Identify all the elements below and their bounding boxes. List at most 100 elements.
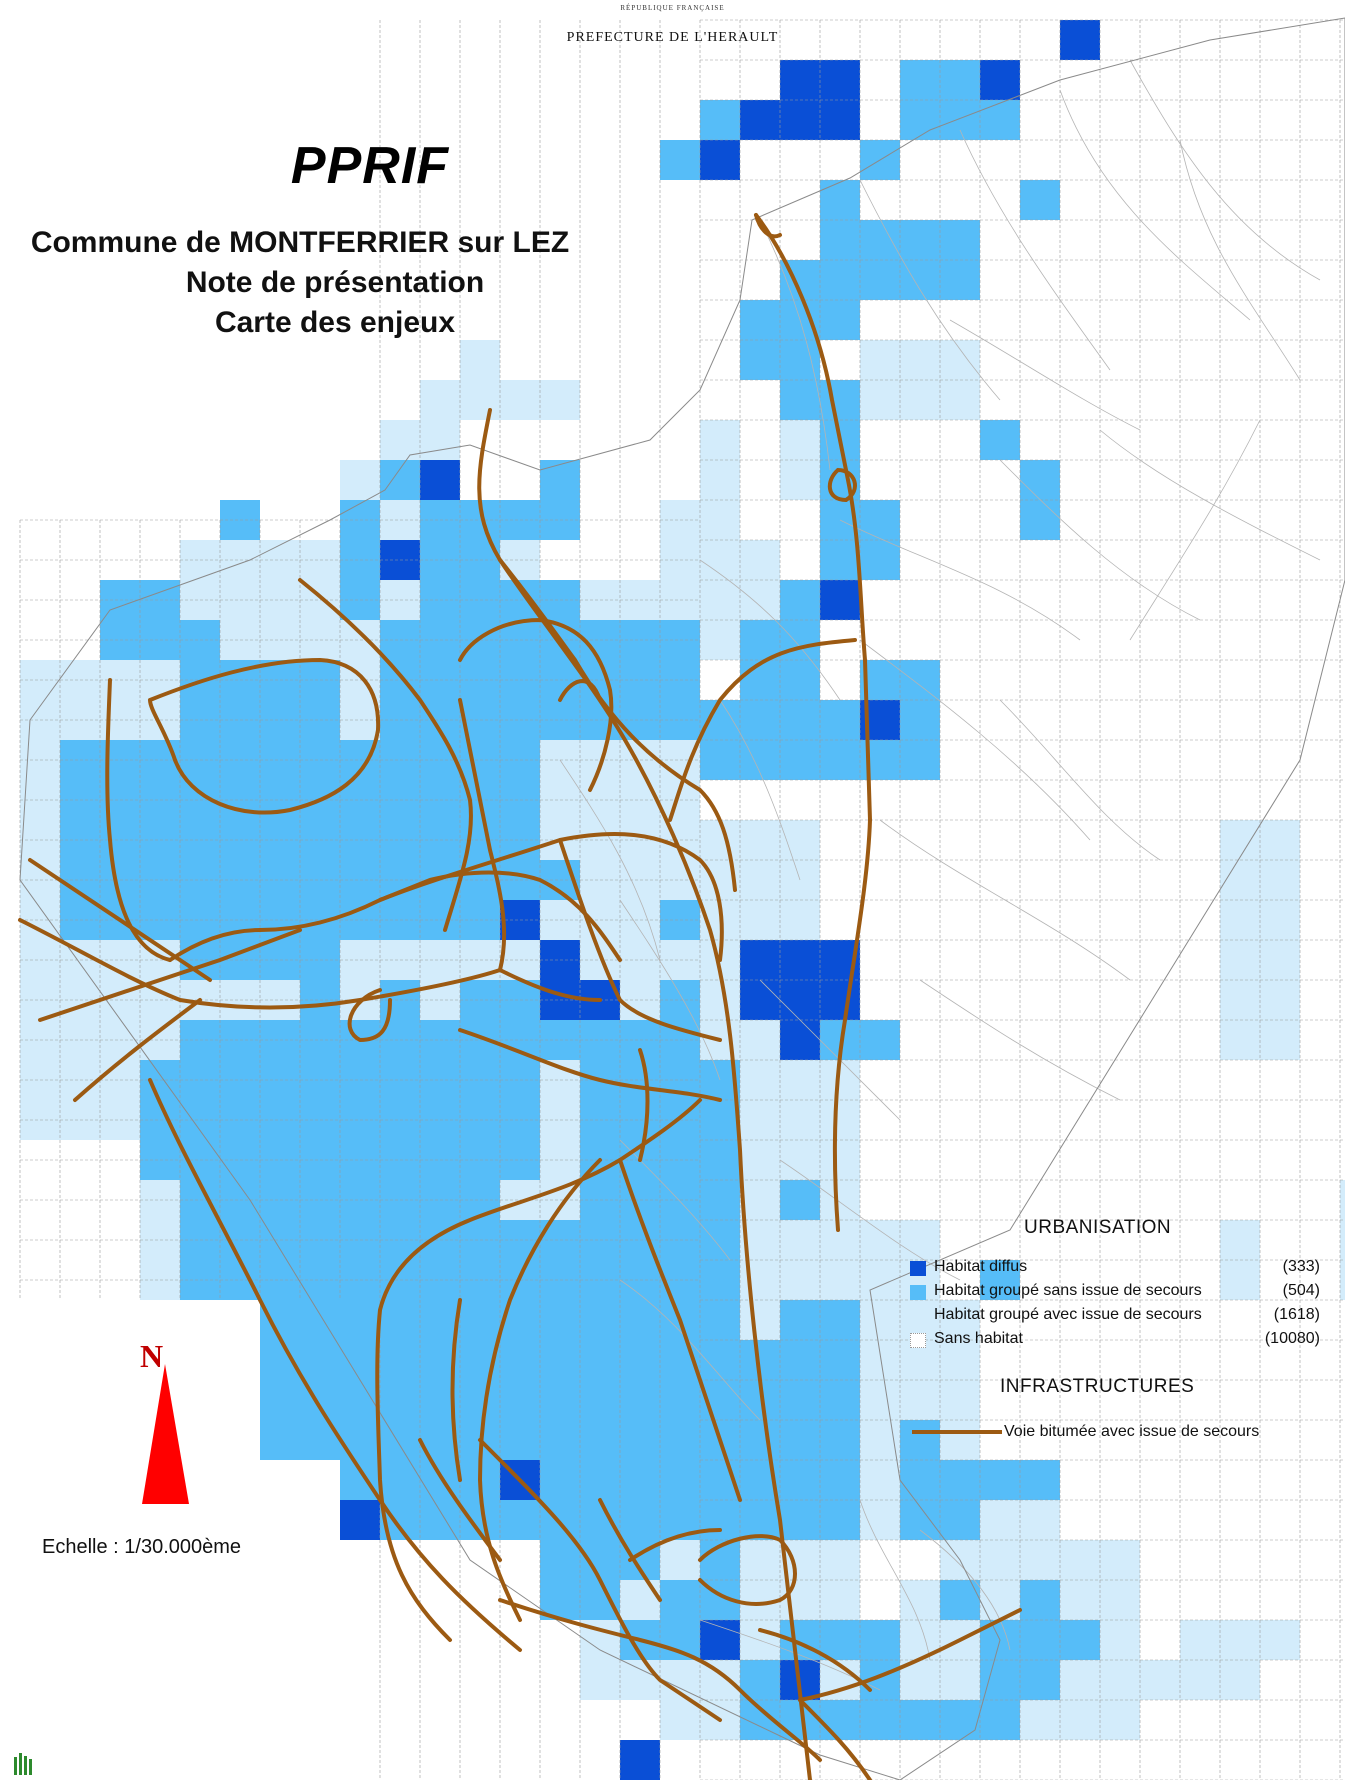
streets [559,59,1321,1691]
legend-count: (1618) [1273,1306,1320,1323]
cell-medium [500,700,540,780]
legend-label: Sans habitat [934,1330,1023,1347]
cell-dark [700,140,740,180]
road [498,968,602,1002]
cell-medium [940,1580,980,1620]
subtitle-commune: Commune de MONTFERRIER sur LEZ [30,226,570,259]
street [619,899,721,1081]
legend-swatch [910,1261,926,1276]
street [1179,139,1301,381]
road [628,1528,722,1562]
cell-medium [900,1420,940,1460]
street [779,1159,961,1281]
road [758,1628,872,1692]
cell-medium [780,1420,820,1460]
road [347,988,392,1042]
cell-medium [980,1260,1020,1300]
legend-urbanisation-title: URBANISATION [1024,1217,1172,1238]
subtitle-carte: Carte des enjeux [214,306,456,339]
cell-dark [340,1500,380,1540]
legend-swatch [910,1285,926,1300]
road [418,1438,502,1562]
cell-medium [540,460,580,540]
legend-label: Habitat groupé sans issue de secours [934,1282,1202,1299]
cell-dark [820,980,860,1020]
legend-item-habitat-diffus: Habitat diffus (333) [910,1258,1320,1280]
cell-medium [980,1460,1020,1500]
street [959,129,1111,371]
street [1129,419,1261,641]
cell-medium [860,500,900,540]
cell-dark [1060,20,1100,60]
commune-boundary [19,17,1345,1780]
road [105,678,172,962]
cell-medium [820,1460,860,1500]
road [478,1158,602,1622]
legend-label: Habitat diffus [934,1258,1028,1275]
road [558,838,722,1042]
road [478,1438,722,1722]
road [458,618,614,792]
legend-swatch [910,1333,926,1348]
cell-dark [780,980,820,1020]
road [798,1608,1022,1702]
street [1059,89,1251,321]
street [699,559,841,701]
cell-dark [780,1020,820,1060]
logo-icon [14,1753,32,1775]
road [598,1498,662,1602]
road [754,213,782,239]
street [999,699,1161,861]
road [754,213,872,1232]
street [719,699,801,881]
street [1099,429,1321,561]
map-grid [19,19,1345,1780]
road [28,858,212,982]
road [18,918,502,1010]
street [1129,59,1321,281]
road [148,658,381,815]
street [859,639,1091,841]
street [999,459,1201,621]
scale-label: Echelle : 1/30.000ème [42,1536,242,1558]
street [839,519,1081,641]
cell-light [1340,1180,1345,1300]
cell-light [460,340,500,380]
cell-light [460,380,500,420]
legend-count: (10080) [1264,1330,1320,1347]
cell-dark [540,940,580,1020]
street [759,219,831,471]
cell-medium [1020,1580,1060,1620]
road [668,638,857,822]
cell-medium [780,1180,820,1220]
road [148,1078,522,1652]
street [559,759,661,961]
legend-item-sans-habitat: Sans habitat (10080) [910,1330,1320,1352]
legend-swatch [910,1309,926,1324]
legend-road-label: Voie bitumée avec issue de secours [1004,1423,1260,1440]
road [477,408,737,892]
legend-item-habitat-groupe-sans-issue: Habitat groupé sans issue de secours (50… [910,1282,1320,1304]
road [498,558,812,1780]
cell-light [540,380,580,420]
street [619,1279,761,1421]
legend-count: (504) [1282,1282,1320,1299]
street [919,979,1121,1101]
cell-dark [620,1740,660,1780]
street [879,819,1131,981]
cell-medium [380,460,420,500]
legend-label: Habitat groupé avec issue de secours [934,1306,1202,1323]
street [859,179,1001,401]
header-republic: RÉPUBLIQUE FRANÇAISE [620,4,725,12]
subtitle-note: Note de présentation [185,266,485,299]
road [38,928,302,1022]
cell-medium [340,540,380,620]
road [558,679,602,702]
legend-count: (333) [1282,1258,1320,1275]
road [698,1534,797,1606]
street [619,1139,731,1261]
cell-medium [980,420,1020,460]
legend-infrastructures-title: INFRASTRUCTURES [1000,1376,1195,1397]
cell-medium [780,580,820,620]
